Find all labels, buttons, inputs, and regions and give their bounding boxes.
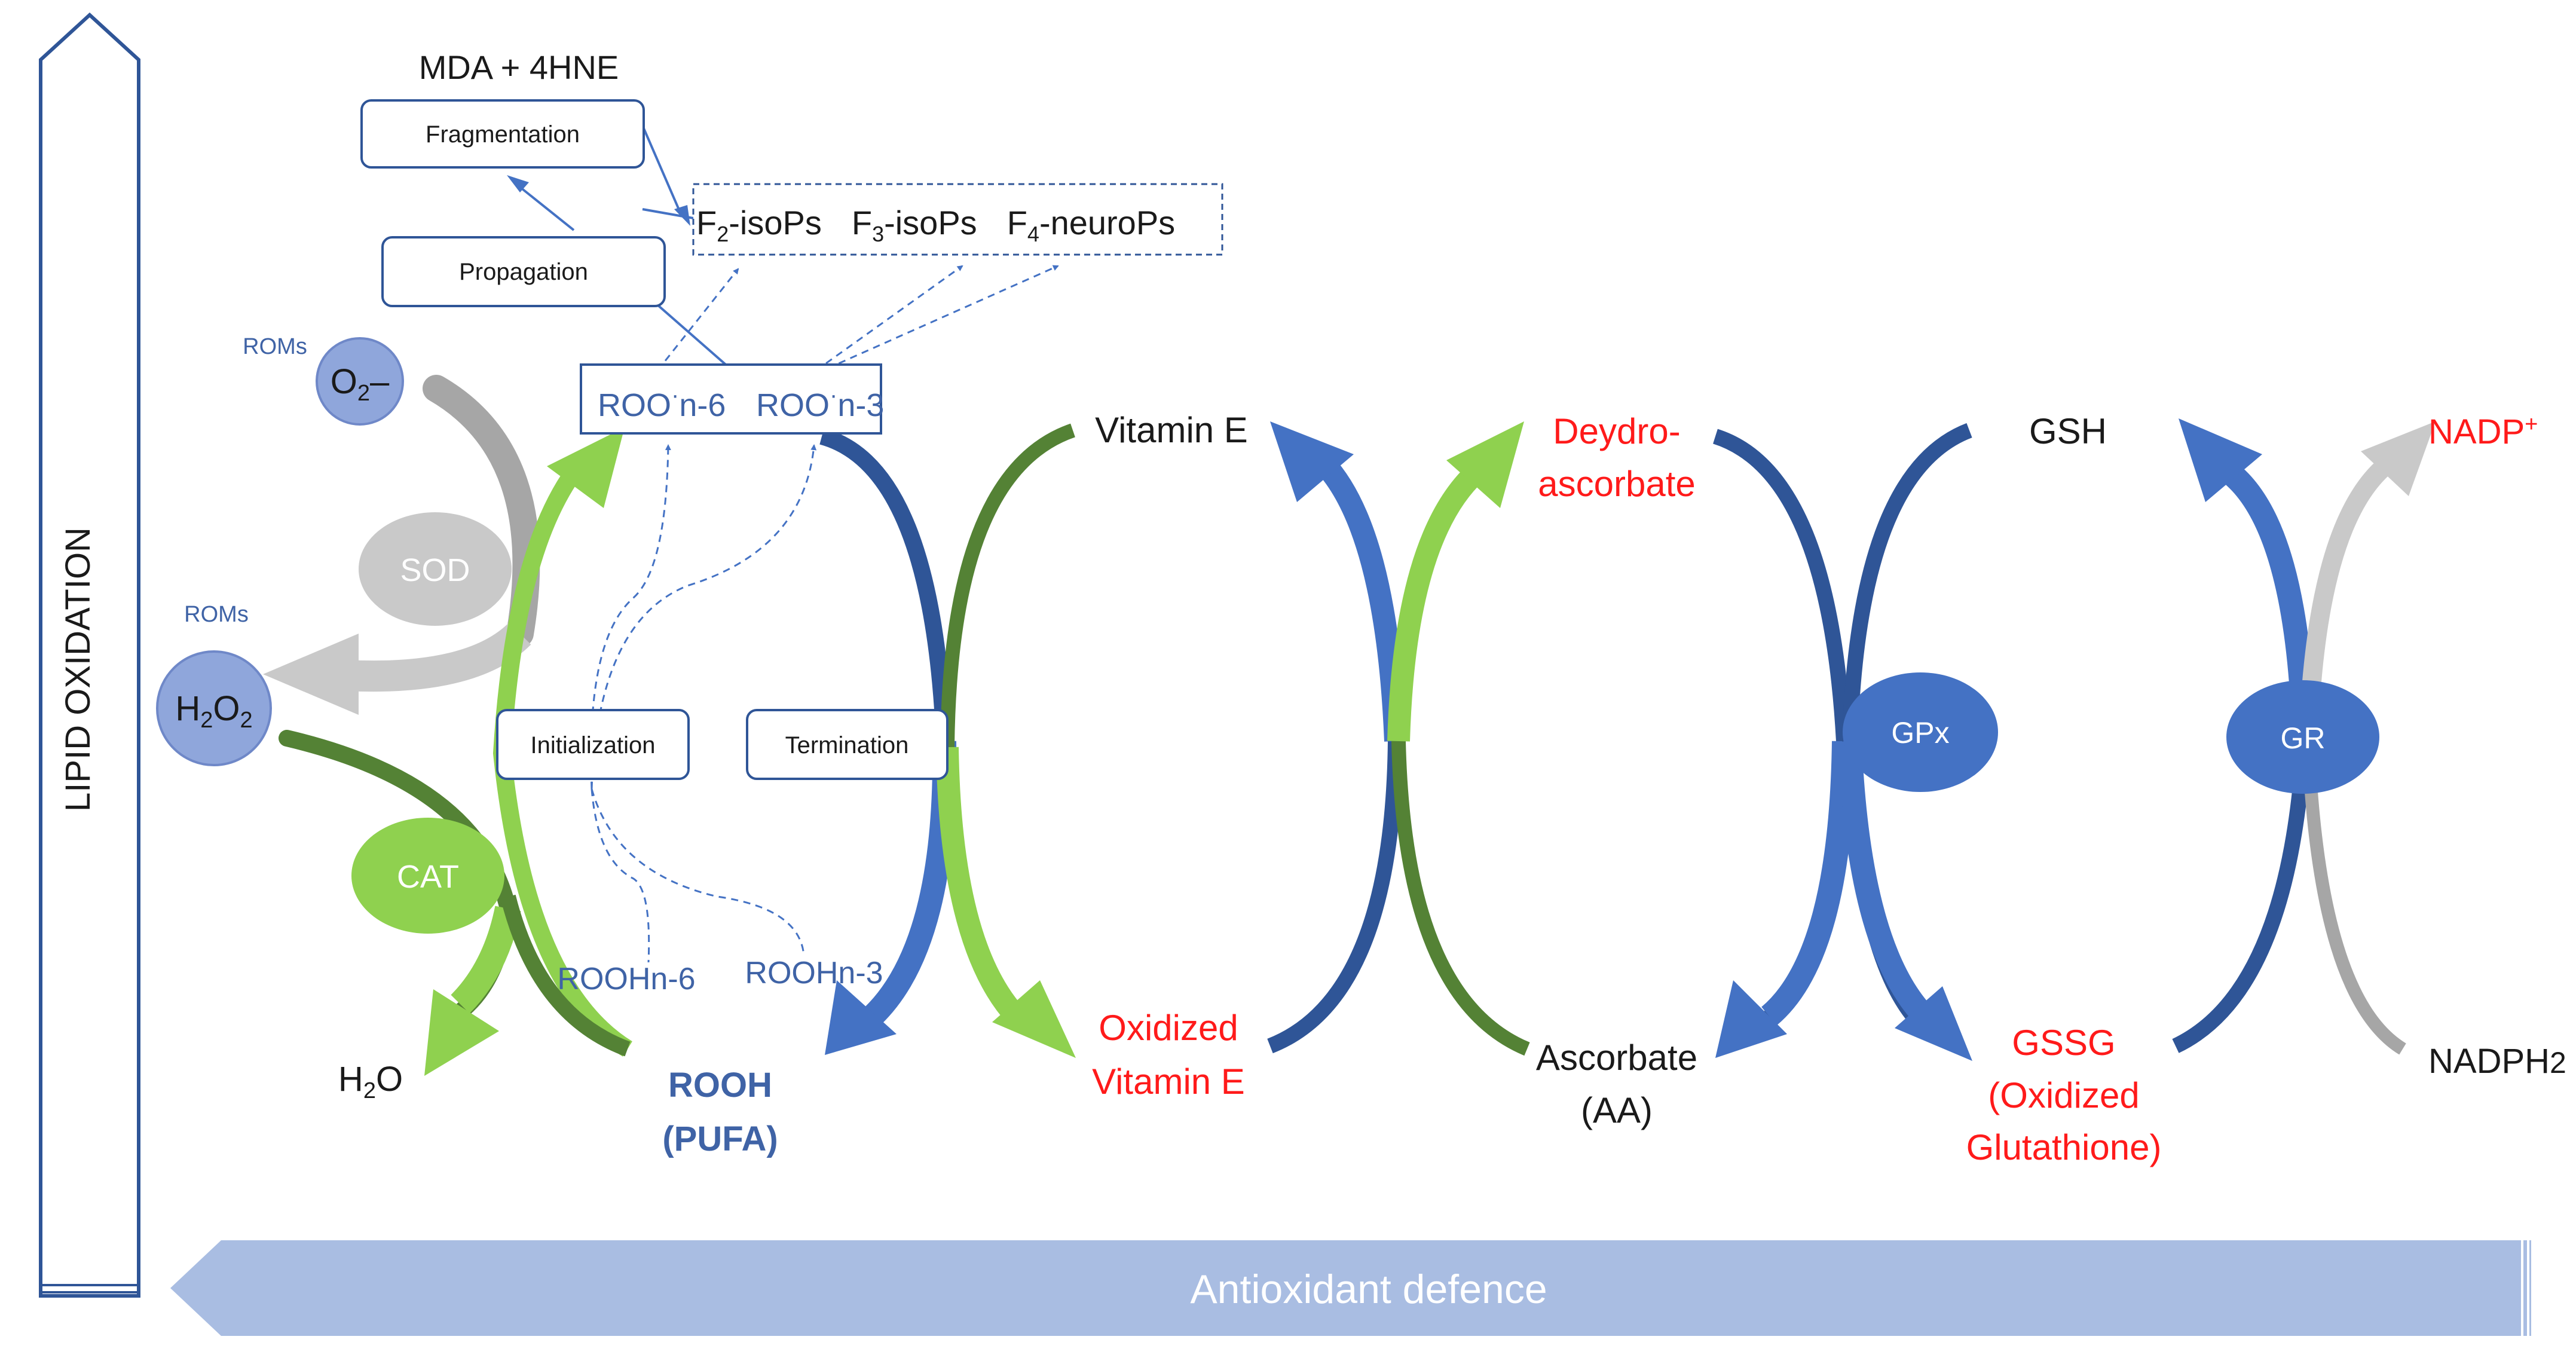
lipid-oxidation-label: LIPID OXIDATION xyxy=(59,527,97,812)
roo-n6-label: ROO·n-6 xyxy=(598,382,726,423)
vitamin-e-to-oxidized-arrow xyxy=(936,423,1076,1058)
deydro-label-1: Deydro- xyxy=(1553,411,1680,451)
roms-label-o2: ROMs xyxy=(243,334,307,359)
deydro-to-ascorbate-arrow xyxy=(1712,429,1856,1058)
propagation-box: Propagation xyxy=(381,236,666,307)
antioxidant-defence-arrow: Antioxidant defence xyxy=(170,1240,2531,1336)
sod-enzyme: SOD xyxy=(359,512,512,626)
h2o-label: H2O xyxy=(338,1060,403,1103)
roo-box: ROO·n-6 ROO·n-3 xyxy=(580,363,884,435)
h2o2-label: H2O2 xyxy=(175,689,252,733)
cat-enzyme: CAT xyxy=(351,818,504,934)
oxidized-vitamin-e-label-2: Vitamin E xyxy=(1092,1062,1245,1102)
fragmentation-box: Fragmentation xyxy=(360,99,645,169)
ascorbate-label-2: (AA) xyxy=(1581,1090,1653,1130)
deydro-label-2: ascorbate xyxy=(1538,464,1696,504)
lipid-oxidation-arrow: LIPID OXIDATION xyxy=(39,12,140,1298)
gssg-label-2: (Oxidized xyxy=(1988,1075,2139,1115)
gssg-label-1: GSSG xyxy=(2012,1023,2115,1063)
rooh-label-2: (PUFA) xyxy=(662,1120,778,1158)
top-connectors xyxy=(507,125,730,369)
gssg-label-3: Glutathione) xyxy=(1966,1127,2162,1167)
h2o2-node: ROMs H2O2 xyxy=(156,602,272,766)
propagation-label: Propagation xyxy=(459,259,588,285)
gr-label: GR xyxy=(2281,721,2326,755)
roohn3-label: ROOHn-3 xyxy=(745,956,883,990)
ascorbate-label-1: Ascorbate xyxy=(1536,1038,1697,1078)
sod-label: SOD xyxy=(400,552,470,588)
roms-label-h2o2: ROMs xyxy=(184,602,249,627)
gpx-enzyme: GPx xyxy=(1843,672,1998,792)
antioxidant-defence-label: Antioxidant defence xyxy=(1190,1267,1547,1312)
initialization-label: Initialization xyxy=(530,732,655,759)
gr-enzyme: GR xyxy=(2226,680,2379,794)
roo-n3-label: ROO·n-3 xyxy=(756,382,884,423)
o2-node: ROMs O2– xyxy=(243,334,404,426)
ascorbate-to-deydro-arrow xyxy=(1387,421,1530,1056)
cat-label: CAT xyxy=(397,859,459,895)
gsh-label: GSH xyxy=(2029,411,2107,451)
oxidized-to-vitamin-e-arrow xyxy=(1267,421,1407,1054)
vitamin-e-label: Vitamin E xyxy=(1095,410,1248,450)
fragmentation-label: Fragmentation xyxy=(426,121,580,148)
nadph-label: NADPH2 xyxy=(2428,1042,2566,1081)
o2-label: O2– xyxy=(331,362,390,406)
nadp-label: NADP+ xyxy=(2428,412,2538,451)
initialization-box: Initialization xyxy=(496,709,690,780)
mda-label: MDA + 4HNE xyxy=(419,48,619,86)
termination-label: Termination xyxy=(785,732,909,759)
rooh-label-1: ROOH xyxy=(668,1066,772,1105)
oxidized-vitamin-e-label-1: Oxidized xyxy=(1099,1008,1238,1048)
roohn6-label: ROOHn-6 xyxy=(557,962,695,996)
gpx-label: GPx xyxy=(1891,716,1949,750)
termination-box: Termination xyxy=(746,709,949,780)
